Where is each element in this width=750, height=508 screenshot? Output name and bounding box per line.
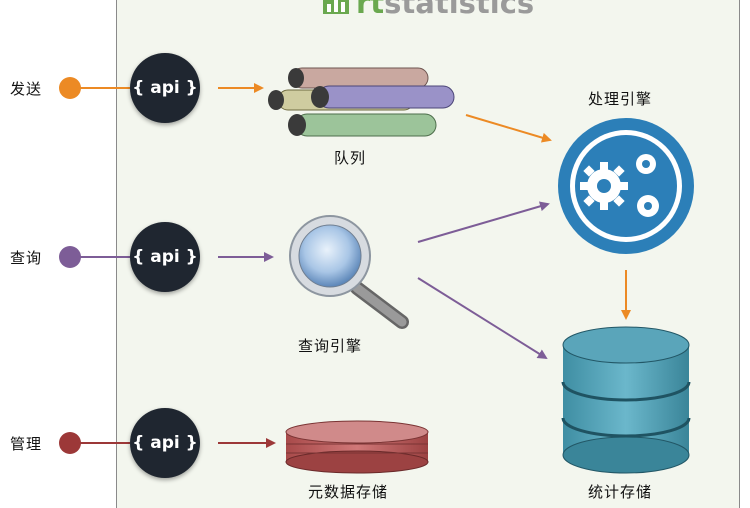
- stats-storage-icon: [561, 326, 691, 474]
- send-api-label: { api }: [132, 78, 198, 98]
- processing-engine-icon: [558, 118, 694, 254]
- metadata-storage-label: 元数据存储: [308, 483, 389, 501]
- queue-pipes-icon: [268, 67, 455, 137]
- send-dot: [59, 77, 81, 99]
- manage-api-node: { api }: [130, 408, 200, 478]
- brand-prefix: rt: [356, 0, 385, 20]
- query-api-node: { api }: [130, 222, 200, 292]
- brand-logo: rt statistics: [322, 0, 535, 20]
- query-label: 查询: [10, 249, 43, 267]
- brand-suffix: statistics: [384, 0, 535, 20]
- processing-engine-label: 处理引擎: [588, 90, 653, 108]
- query-engine-label: 查询引擎: [298, 337, 363, 355]
- metadata-storage-icon: [285, 420, 429, 474]
- send-label: 发送: [10, 80, 43, 98]
- arrow-query-to-engine: [417, 201, 550, 243]
- query-dot: [59, 246, 81, 268]
- queue-label: 队列: [334, 149, 367, 167]
- manage-label: 管理: [10, 435, 43, 453]
- manage-dot: [59, 432, 81, 454]
- send-api-node: { api }: [130, 53, 200, 123]
- bar-chart-icon: [323, 0, 349, 14]
- arrow-queue-to-engine: [465, 114, 552, 143]
- magnifier-icon: [289, 215, 409, 329]
- query-api-label: { api }: [132, 247, 198, 267]
- stats-storage-label: 统计存储: [588, 483, 653, 501]
- arrow-query-to-storage: [417, 277, 548, 360]
- manage-api-label: { api }: [132, 433, 198, 453]
